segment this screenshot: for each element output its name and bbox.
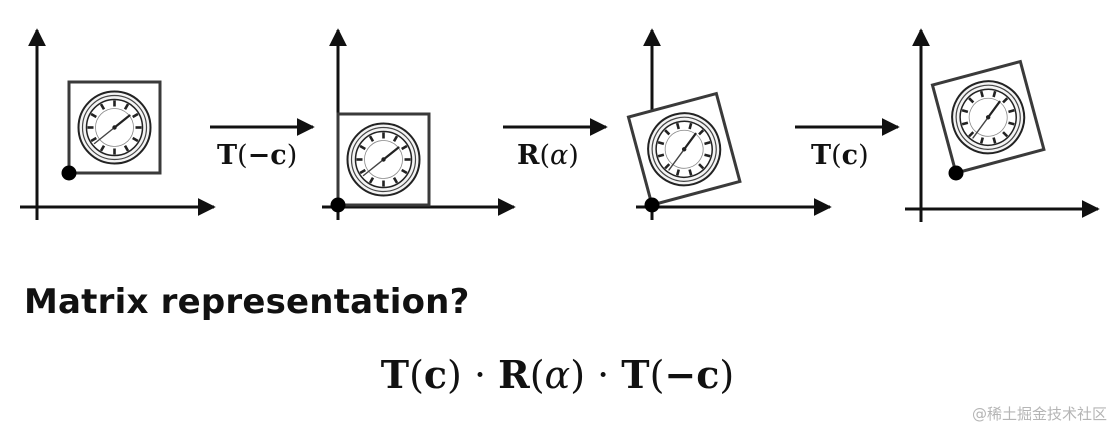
formula-t2-op: T	[621, 352, 650, 397]
center-point	[644, 197, 660, 213]
clock-box	[336, 112, 431, 207]
watermark: @稀土掘金技术社区	[971, 405, 1107, 423]
panel-rotated	[626, 28, 832, 220]
panel-final	[905, 28, 1100, 222]
panel-translated	[322, 28, 516, 220]
label-rotate: R(α)	[517, 140, 579, 171]
panel-original	[20, 28, 216, 220]
formula-t2-arg: −c	[664, 352, 720, 397]
clock-box	[626, 91, 742, 207]
heading: Matrix representation?	[24, 282, 470, 322]
formula-t1-arg: c	[423, 352, 448, 397]
formula-r-op: R	[498, 352, 530, 397]
formula-t2-close: )	[719, 353, 735, 397]
clock-box	[930, 59, 1046, 175]
center-point	[61, 165, 77, 181]
formula-r-arg: α	[544, 353, 571, 397]
clock-icon	[346, 122, 421, 197]
clock-box	[67, 80, 162, 175]
clock-icon	[77, 90, 152, 165]
formula-t1-close: )	[447, 353, 462, 397]
formula-t2-open: (	[649, 353, 665, 397]
formula-dot-1: ·	[461, 353, 499, 397]
formula-t1-open: (	[409, 353, 424, 397]
center-point	[330, 197, 346, 213]
formula-dot-2: ·	[585, 353, 622, 397]
formula-t1-op: T	[380, 352, 410, 397]
transformation-diagram: T(−c) R(α) T(c)	[20, 28, 1100, 222]
label-translate-neg: T(−c)	[217, 140, 297, 171]
formula-r-close: )	[570, 353, 586, 397]
center-point	[948, 165, 964, 181]
matrix-formula: T(c) · R(α) · T(−c)	[0, 352, 1115, 397]
label-translate-pos: T(c)	[811, 140, 869, 171]
formula-r-open: (	[529, 353, 545, 397]
